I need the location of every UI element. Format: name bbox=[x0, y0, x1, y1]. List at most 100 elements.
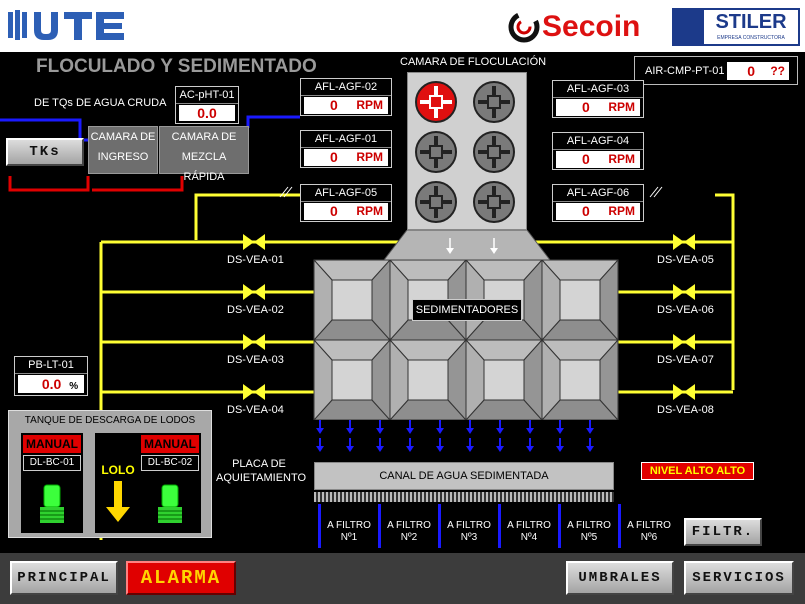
pump2-icon[interactable] bbox=[155, 483, 185, 527]
filtro-pipe bbox=[378, 504, 381, 548]
valve-label: DS-VEA-05 bbox=[657, 254, 714, 266]
ph-value: 0.0 bbox=[179, 105, 235, 121]
valve-icon[interactable] bbox=[673, 284, 695, 300]
agitator-tag: AFL-AGF-01 bbox=[301, 131, 391, 148]
flow-arrow-icon bbox=[496, 420, 504, 454]
filtr-button[interactable]: FILTR. bbox=[684, 518, 762, 546]
stiler-logo: STILER EMPRESA CONSTRUCTORA bbox=[672, 8, 800, 46]
camara-mezcla: CAMARA DE MEZCLA RÁPIDA bbox=[159, 126, 249, 183]
flow-arrow-icon bbox=[316, 420, 324, 454]
valve-label: DS-VEA-03 bbox=[227, 354, 284, 366]
filtro-pipe bbox=[558, 504, 561, 548]
agitator-box: AFL-AGF-01 0 RPM bbox=[300, 130, 392, 168]
valve-label: DS-VEA-01 bbox=[227, 254, 284, 266]
agitator-display: 0 RPM bbox=[556, 203, 640, 220]
filtro-label: A FILTRO Nº5 bbox=[567, 520, 611, 543]
agitator-value: 0 bbox=[330, 97, 338, 113]
filtro-pipe bbox=[438, 504, 441, 548]
agitator-value: 0 bbox=[582, 203, 590, 219]
level-display: 0.0 % bbox=[18, 375, 84, 393]
agitator-value: 0 bbox=[582, 151, 590, 167]
mixer-icon[interactable] bbox=[472, 80, 516, 124]
lolo-arrow-icon bbox=[106, 481, 130, 522]
secoin-text: Secoin bbox=[542, 10, 641, 43]
sedimentador-cell bbox=[540, 258, 620, 342]
sedimentador-cell bbox=[312, 338, 392, 422]
agitator-box: AFL-AGF-05 0 RPM bbox=[300, 184, 392, 222]
flow-arrow-icon bbox=[466, 420, 474, 454]
sedimentador-cell bbox=[464, 338, 544, 422]
mixer-icon[interactable] bbox=[472, 180, 516, 224]
agitator-unit: RPM bbox=[356, 98, 383, 112]
tks-button[interactable]: TKs bbox=[6, 138, 84, 166]
valve-icon[interactable] bbox=[673, 234, 695, 250]
ute-logo bbox=[8, 8, 128, 44]
page-title: FLOCULADO Y SEDIMENTADO bbox=[36, 56, 317, 77]
mixer-icon[interactable] bbox=[414, 130, 458, 174]
principal-button[interactable]: PRINCIPAL bbox=[10, 561, 118, 595]
valve-label: DS-VEA-08 bbox=[657, 404, 714, 416]
sedimentadores-label: SEDIMENTADORES bbox=[415, 304, 519, 316]
agitator-box: AFL-AGF-06 0 RPM bbox=[552, 184, 644, 222]
valve-icon[interactable] bbox=[243, 284, 265, 300]
servicios-button[interactable]: SERVICIOS bbox=[684, 561, 794, 595]
agitator-display: 0 RPM bbox=[556, 151, 640, 168]
filtro-label: A FILTRO Nº4 bbox=[507, 520, 551, 543]
flow-arrow-icon bbox=[376, 420, 384, 454]
air-pressure-display: 0 ?? bbox=[727, 62, 789, 80]
camara-ingreso: CAMARA DE INGRESO bbox=[88, 126, 158, 174]
mixer-icon[interactable] bbox=[472, 130, 516, 174]
agitator-tag: AFL-AGF-06 bbox=[553, 185, 643, 202]
pump1-mode-button[interactable]: MANUAL bbox=[23, 435, 81, 453]
sedimentador-cell bbox=[388, 338, 468, 422]
pump2-mode-button[interactable]: MANUAL bbox=[141, 435, 199, 453]
pump1-icon[interactable] bbox=[37, 483, 67, 527]
agitator-box: AFL-AGF-04 0 RPM bbox=[552, 132, 644, 170]
mixer-icon[interactable] bbox=[414, 180, 458, 224]
pump1-tag: DL-BC-01 bbox=[23, 455, 81, 471]
placa-label: PLACA DE AQUIETAMIENTO bbox=[216, 458, 307, 484]
placa-grid bbox=[314, 492, 614, 502]
valve-label: DS-VEA-04 bbox=[227, 404, 284, 416]
level-value: 0.0 bbox=[41, 376, 62, 392]
valve-icon[interactable] bbox=[673, 334, 695, 350]
tanque-title: TANQUE DE DESCARGA DE LODOS bbox=[24, 415, 196, 426]
flow-arrow-icon bbox=[586, 420, 594, 454]
flow-arrow-icon bbox=[556, 420, 564, 454]
air-pressure-unit: ?? bbox=[770, 64, 785, 78]
filtro-pipe bbox=[318, 504, 321, 548]
secoin-swirl-icon bbox=[508, 11, 540, 43]
agitator-box: AFL-AGF-02 0 RPM bbox=[300, 78, 392, 116]
filtro-label: A FILTRO Nº6 bbox=[627, 520, 671, 543]
stiler-subtext: EMPRESA CONSTRUCTORA bbox=[717, 35, 785, 41]
mixer-icon[interactable] bbox=[414, 80, 458, 124]
canal-label: CANAL DE AGUA SEDIMENTADA bbox=[379, 470, 549, 482]
canal-agua: CANAL DE AGUA SEDIMENTADA bbox=[314, 462, 614, 490]
ph-tag: AC-pHT-01 bbox=[176, 87, 238, 104]
agitator-value: 0 bbox=[330, 149, 338, 165]
umbrales-button[interactable]: UMBRALES bbox=[566, 561, 674, 595]
agitator-tag: AFL-AGF-05 bbox=[301, 185, 391, 202]
flow-arrow-icon bbox=[490, 238, 498, 254]
valve-icon[interactable] bbox=[673, 384, 695, 400]
header-bar: Secoin STILER EMPRESA CONSTRUCTORA bbox=[0, 0, 805, 52]
flow-arrow-icon bbox=[406, 420, 414, 454]
valve-icon[interactable] bbox=[243, 234, 265, 250]
flow-arrow-icon bbox=[526, 420, 534, 454]
filtro-label: A FILTRO Nº2 bbox=[387, 520, 431, 543]
camara-mezcla-label: CAMARA DE MEZCLA RÁPIDA bbox=[171, 131, 237, 183]
valve-icon[interactable] bbox=[243, 334, 265, 350]
alarma-button[interactable]: ALARMA bbox=[126, 561, 236, 595]
nivel-alarm-badge: NIVEL ALTO ALTO bbox=[641, 462, 754, 480]
valve-icon[interactable] bbox=[243, 384, 265, 400]
footer-bar: PRINCIPAL ALARMA UMBRALES SERVICIOS bbox=[0, 553, 805, 604]
agitator-unit: RPM bbox=[356, 204, 383, 218]
stiler-text: STILER bbox=[715, 11, 787, 33]
air-pressure-box: AIR-CMP-PT-01 0 ?? bbox=[634, 56, 798, 85]
level-tag: PB-LT-01 bbox=[15, 357, 87, 374]
tanque-panel: TANQUE DE DESCARGA DE LODOS LOLO MANUAL … bbox=[8, 410, 212, 538]
sedimentador-cell bbox=[540, 338, 620, 422]
level-unit: % bbox=[69, 381, 79, 392]
sedimentador-cell bbox=[312, 258, 392, 342]
sedimentadores-label-box: SEDIMENTADORES bbox=[412, 299, 522, 321]
